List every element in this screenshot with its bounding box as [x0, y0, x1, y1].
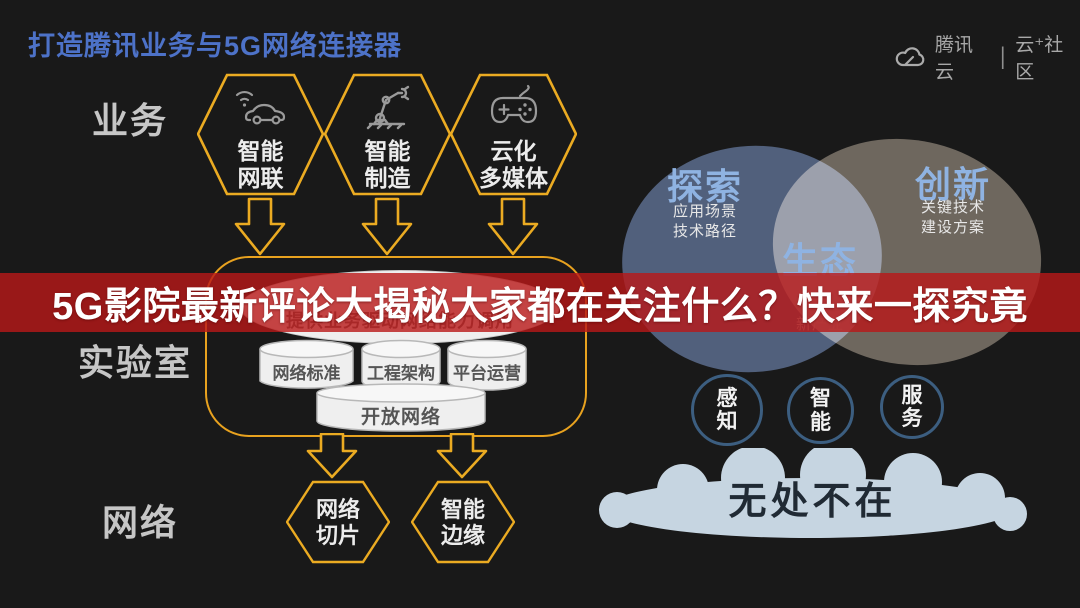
hexagon-label: 智能 制造: [364, 138, 411, 191]
hexagon-intelligent-manufacturing: 智能 制造: [324, 72, 451, 197]
cylinder-engineering-architecture: 工程架构: [360, 339, 442, 398]
down-arrow: [306, 433, 358, 479]
venn-title-innovate: 创新: [914, 164, 991, 205]
logo-brand-text: 腾讯云: [935, 35, 974, 83]
headline-banner[interactable]: 5G影院最新评论大揭秘大家都在关注什么？快来一探究竟: [0, 273, 1080, 332]
venn-subtitle-explore: 应用场景 技术路径: [672, 203, 737, 241]
row-label-network: 网络: [102, 502, 179, 543]
down-arrow: [487, 197, 539, 256]
down-arrow: [234, 197, 286, 256]
connected-car-icon: [197, 84, 324, 130]
gamepad-icon: [450, 84, 577, 132]
tencent-cloud-logo[interactable]: 腾讯云 | 云⁺社区: [893, 30, 1080, 84]
cylinder-network-standard: 网络标准: [258, 339, 355, 398]
cloud-logo-icon: [893, 45, 927, 69]
hexagon-intelligent-edge: 智能 边缘: [411, 480, 515, 564]
cylinder-platform-operation: 平台运营: [446, 339, 528, 398]
down-arrow: [436, 433, 488, 479]
open-network-box: [205, 256, 587, 437]
cylinder-label: 平台运营: [453, 364, 521, 383]
hexagon-intelligent-vehicle: 智能 网联: [197, 72, 324, 197]
cylinder-label: 工程架构: [367, 364, 435, 383]
venn-subtitle-innovate: 关键技术 建设方案: [920, 199, 985, 237]
logo-community-text: 云⁺社区: [1015, 35, 1064, 83]
hexagon-cloud-multimedia: 云化 多媒体: [450, 72, 577, 197]
circle-intelligence: 智 能: [787, 377, 854, 444]
headline-banner-text: 5G影院最新评论大揭秘大家都在关注什么？快来一探究竟: [52, 286, 1028, 328]
hexagon-label: 智能 边缘: [440, 497, 485, 548]
row-label-business: 业务: [92, 100, 169, 141]
cloud-text: 无处不在: [728, 481, 897, 523]
hexagon-label: 智能 网联: [237, 138, 284, 191]
cylinder-label: 开放网络: [360, 407, 441, 428]
circle-label: 服 务: [901, 383, 923, 430]
logo-divider: |: [1000, 43, 1006, 70]
circle-perception: 感 知: [691, 374, 763, 446]
circle-label: 感 知: [716, 386, 738, 433]
cloud-shape: [599, 448, 1027, 538]
circle-label: 智 能: [810, 387, 831, 434]
hexagon-label: 云化 多媒体: [479, 138, 548, 191]
venn-title-explore: 探索: [666, 166, 743, 207]
robot-arm-icon: [324, 84, 451, 132]
hexagon-label: 网络 切片: [315, 497, 360, 548]
page-title: 打造腾讯业务与5G网络连接器: [28, 31, 403, 61]
hexagon-network-slicing: 网络 切片: [286, 480, 390, 564]
row-label-lab: 实验室: [78, 342, 193, 383]
cylinder-label: 网络标准: [272, 364, 341, 383]
cylinder-open-network: 开放网络: [315, 383, 487, 438]
circle-service: 服 务: [880, 375, 944, 439]
down-arrow: [361, 197, 413, 256]
